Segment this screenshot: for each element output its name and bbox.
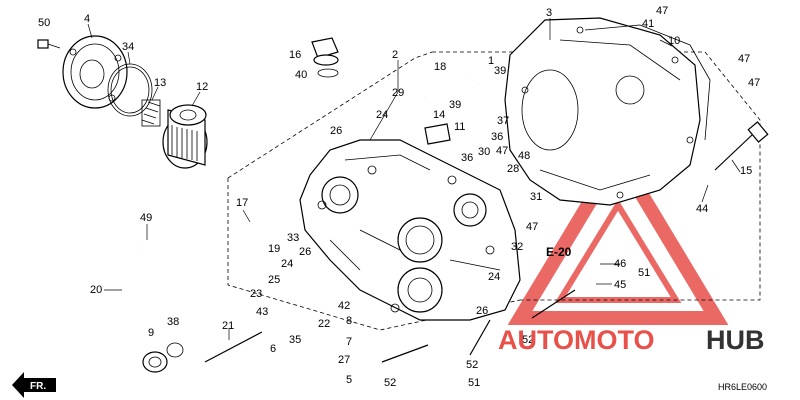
callout: 48 [518, 150, 530, 162]
callout: 46 [614, 258, 626, 270]
callout: 18 [434, 61, 446, 73]
callout: 34 [122, 41, 134, 53]
callout: 39 [494, 65, 506, 77]
callout: 3 [546, 7, 552, 19]
bolt-52-lower [381, 344, 429, 363]
o-ring-38 [166, 342, 184, 358]
leader-lines [87, 18, 741, 340]
callout: 15 [740, 165, 752, 177]
callout: 26 [330, 125, 342, 137]
callout: 38 [167, 316, 179, 328]
callout: 10 [668, 35, 680, 47]
callout: 12 [196, 81, 208, 93]
callout: 5 [346, 374, 352, 386]
callout: 30 [478, 146, 490, 158]
bolt-50 [37, 39, 61, 49]
callout: 19 [268, 243, 280, 255]
callout: 24 [281, 258, 293, 270]
watermark-brand-right: HUB [706, 325, 765, 355]
callout: 35 [289, 334, 301, 346]
callout: 21 [222, 320, 234, 332]
callout: 40 [295, 69, 307, 81]
spring-13 [141, 99, 161, 127]
callout: 9 [148, 327, 154, 339]
callout: 41 [642, 18, 654, 30]
callout: 25 [268, 274, 280, 286]
o-ring-40 [317, 68, 339, 78]
callout: 36 [461, 152, 473, 164]
callout: 37 [497, 115, 509, 127]
callout: 27 [338, 354, 350, 366]
callout: 52 [522, 334, 534, 346]
callout: 52 [384, 377, 396, 389]
callout: 51 [468, 377, 480, 389]
callout: 24 [376, 109, 388, 121]
callout: 44 [696, 203, 708, 215]
callout: 26 [476, 305, 488, 317]
section-ref: E-20 [546, 245, 572, 259]
gasket-14 [424, 123, 451, 145]
callout: 14 [433, 109, 445, 121]
callout: 47 [496, 145, 508, 157]
diagram-code: HR6LE0600 [718, 382, 767, 392]
gasket-10 [584, 24, 711, 141]
callout: 49 [140, 212, 152, 224]
bolt-51-lower [469, 319, 491, 356]
callout: 47 [526, 221, 538, 233]
rear-cover-3 [504, 17, 701, 206]
callout: 8 [346, 315, 352, 327]
shaft-18 [424, 78, 473, 100]
callout: 32 [511, 241, 523, 253]
callout: 16 [289, 49, 301, 61]
callout: 28 [507, 163, 519, 175]
oil-filter-12 [162, 104, 208, 169]
callout: 1 [488, 55, 494, 67]
callout: 45 [614, 279, 626, 291]
callout: 22 [318, 318, 330, 330]
front-label: FR. [30, 381, 46, 392]
callout: 6 [270, 343, 276, 355]
callout: 11 [454, 121, 465, 133]
callout: 2 [392, 49, 398, 61]
callout: 7 [346, 336, 352, 348]
front-arrow [12, 372, 56, 398]
callout: 43 [256, 306, 268, 318]
callout: 39 [449, 99, 461, 111]
callout: 50 [38, 17, 50, 29]
dipstick-15 [714, 121, 769, 171]
callout: 29 [392, 87, 404, 99]
callout: 47 [738, 53, 750, 65]
bolt-52-right [531, 289, 576, 319]
callout: 33 [287, 232, 299, 244]
callout: 42 [338, 300, 350, 312]
callout: 17 [236, 197, 248, 209]
callout: 47 [748, 77, 760, 89]
callout: 23 [250, 288, 262, 300]
callout: 52 [466, 359, 478, 371]
callout: 51 [638, 267, 650, 279]
callout: 47 [656, 5, 668, 17]
callout: 4 [84, 13, 90, 25]
callout: 24 [488, 271, 500, 283]
callout: 31 [530, 191, 542, 203]
watermark-text: AUTOMOTO HUB [498, 325, 765, 355]
callout: 20 [90, 284, 102, 296]
callout: 26 [299, 246, 311, 258]
callout: 13 [154, 77, 166, 89]
crankcase-2 [299, 139, 521, 321]
bolt-21 [204, 331, 263, 363]
oil-filler-cap-16 [311, 37, 339, 66]
callout-labels: 50 4 34 13 12 16 40 2 18 1 39 3 41 47 10… [30, 5, 767, 392]
oil-filter-cover [62, 35, 128, 109]
watermark-brand-left: AUTOMOTO [498, 325, 655, 355]
plug-9 [142, 351, 168, 373]
callout: 36 [491, 131, 503, 143]
